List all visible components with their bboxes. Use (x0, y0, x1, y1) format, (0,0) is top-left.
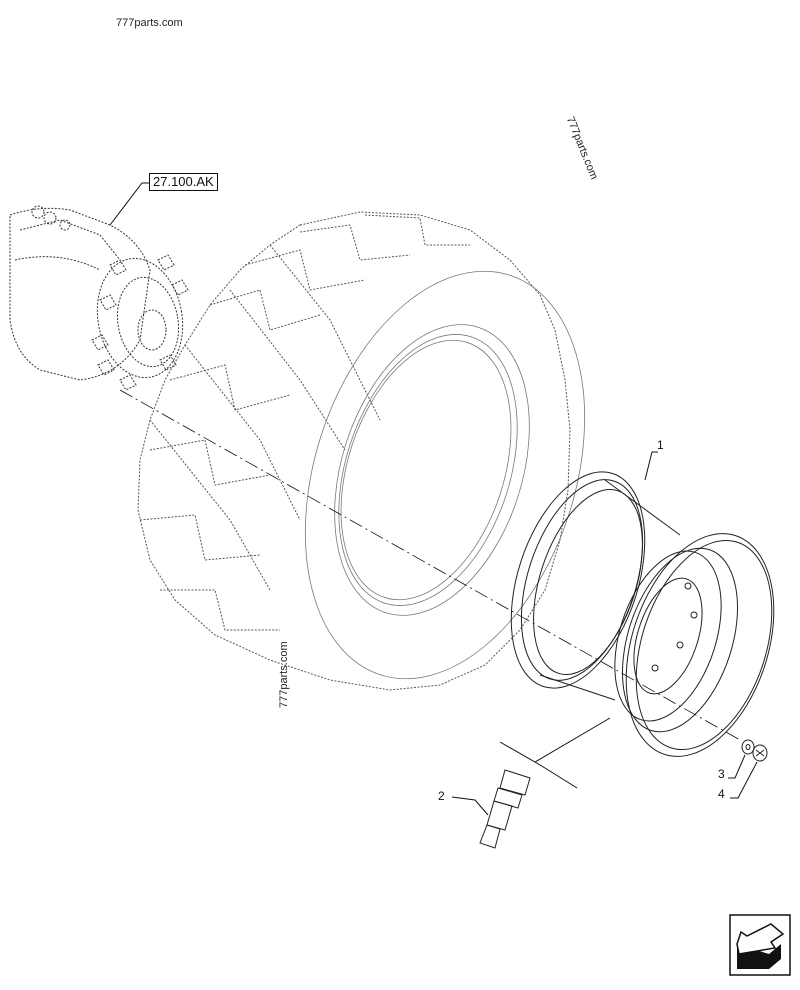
callout-4-leader (730, 761, 758, 799)
reference-leader (109, 182, 149, 226)
tire-sidewall (304, 270, 586, 680)
callout-3[interactable]: 3 (718, 767, 725, 781)
watermark: 777parts.com (278, 641, 290, 708)
callout-4[interactable]: 4 (718, 787, 725, 801)
valve-stem (479, 769, 531, 849)
tire (137, 211, 571, 691)
reference-link-27-100-ak[interactable]: 27.100.AK (149, 173, 218, 191)
watermark: 777parts.com (116, 17, 183, 29)
nut (752, 744, 768, 762)
hub-assembly (9, 205, 189, 391)
callout-2-leader (451, 796, 489, 816)
callout-1-leader (644, 451, 658, 481)
callout-1[interactable]: 1 (657, 438, 664, 452)
callout-2[interactable]: 2 (438, 789, 445, 803)
callout-3-leader (728, 754, 746, 779)
wheel-rim (510, 471, 775, 757)
back-arrow-icon[interactable] (729, 914, 791, 976)
washer (741, 739, 755, 755)
valve-bracket (499, 717, 611, 789)
axis-centerline (119, 389, 741, 741)
